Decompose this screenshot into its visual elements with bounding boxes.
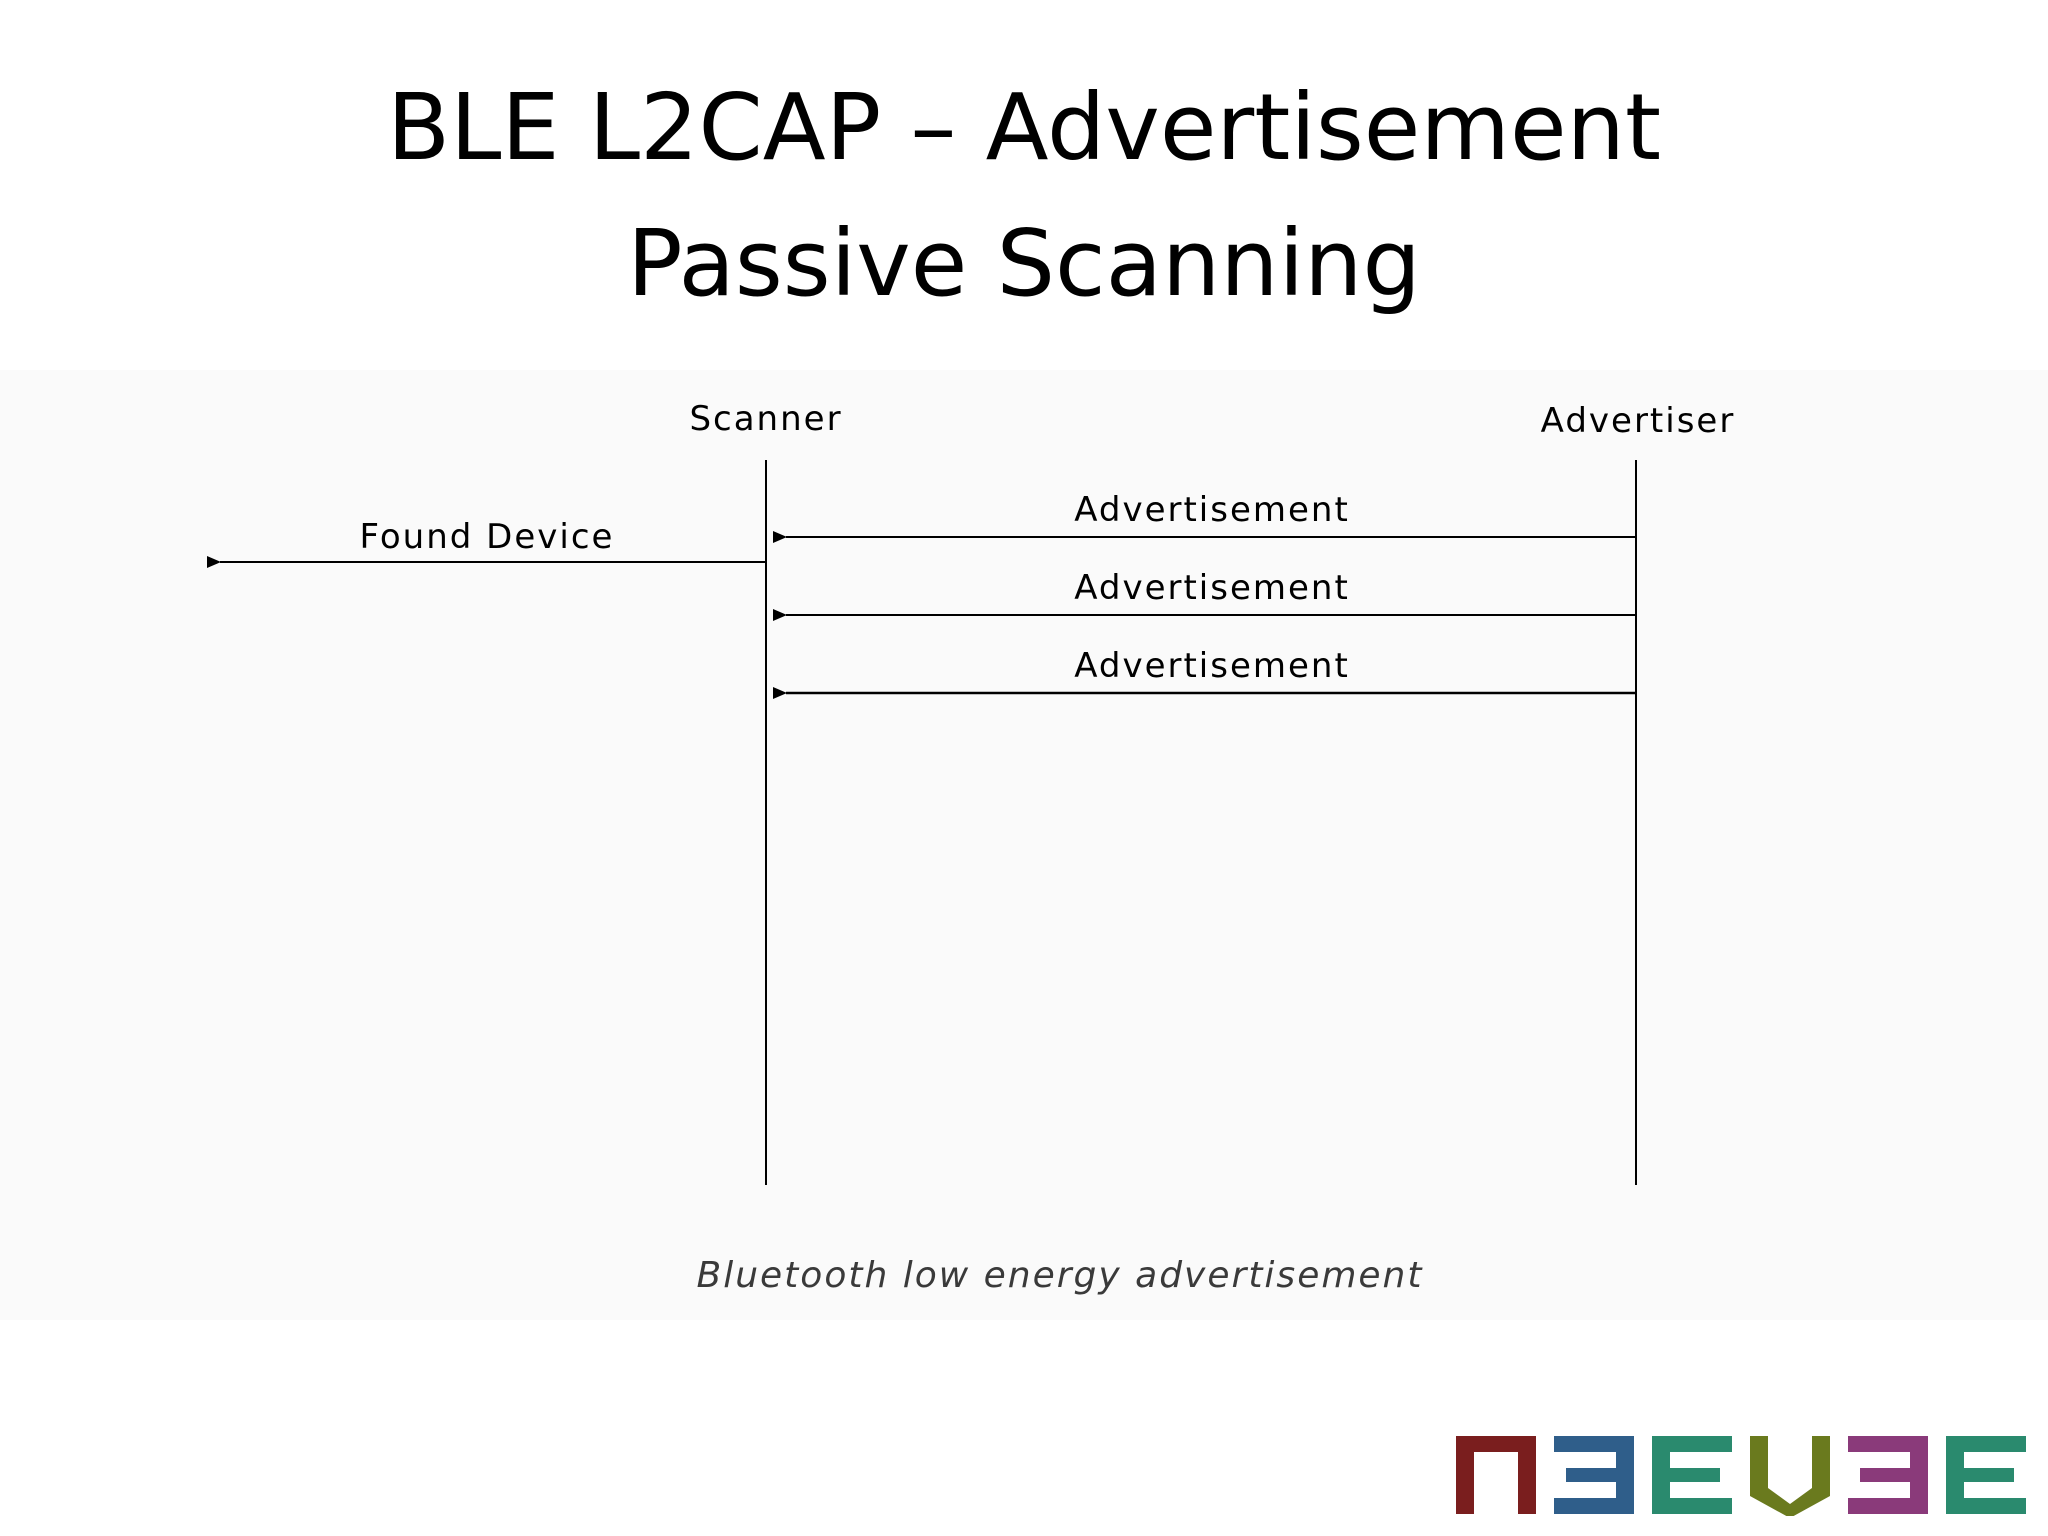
logo-letter-5 (1848, 1436, 1928, 1514)
title-line-2: Passive Scanning (627, 210, 1421, 317)
logo-letter-3 (1652, 1436, 1732, 1514)
title-line-1: BLE L2CAP – Advertisement (386, 74, 1662, 181)
logo-letter-1 (1456, 1436, 1536, 1514)
slide-title: BLE L2CAP – Advertisement Passive Scanni… (0, 60, 2048, 332)
diagram-caption: Bluetooth low energy advertisement (696, 1255, 1424, 1296)
logo-letter-6 (1946, 1436, 2026, 1514)
message-label-3: Advertisement (1074, 646, 1350, 686)
logo-letter-4 (1750, 1436, 1830, 1516)
message-label-1: Advertisement (1074, 490, 1350, 530)
diagram-panel (0, 370, 2048, 1320)
lifeline-label-scanner: Scanner (689, 399, 842, 439)
lifeline-label-advertiser: Advertiser (1541, 401, 1736, 441)
message-label-2: Advertisement (1074, 568, 1350, 608)
found-device-label: Found Device (360, 517, 615, 557)
neevee-logo (1456, 1436, 2026, 1516)
logo-letter-2 (1554, 1436, 1634, 1514)
